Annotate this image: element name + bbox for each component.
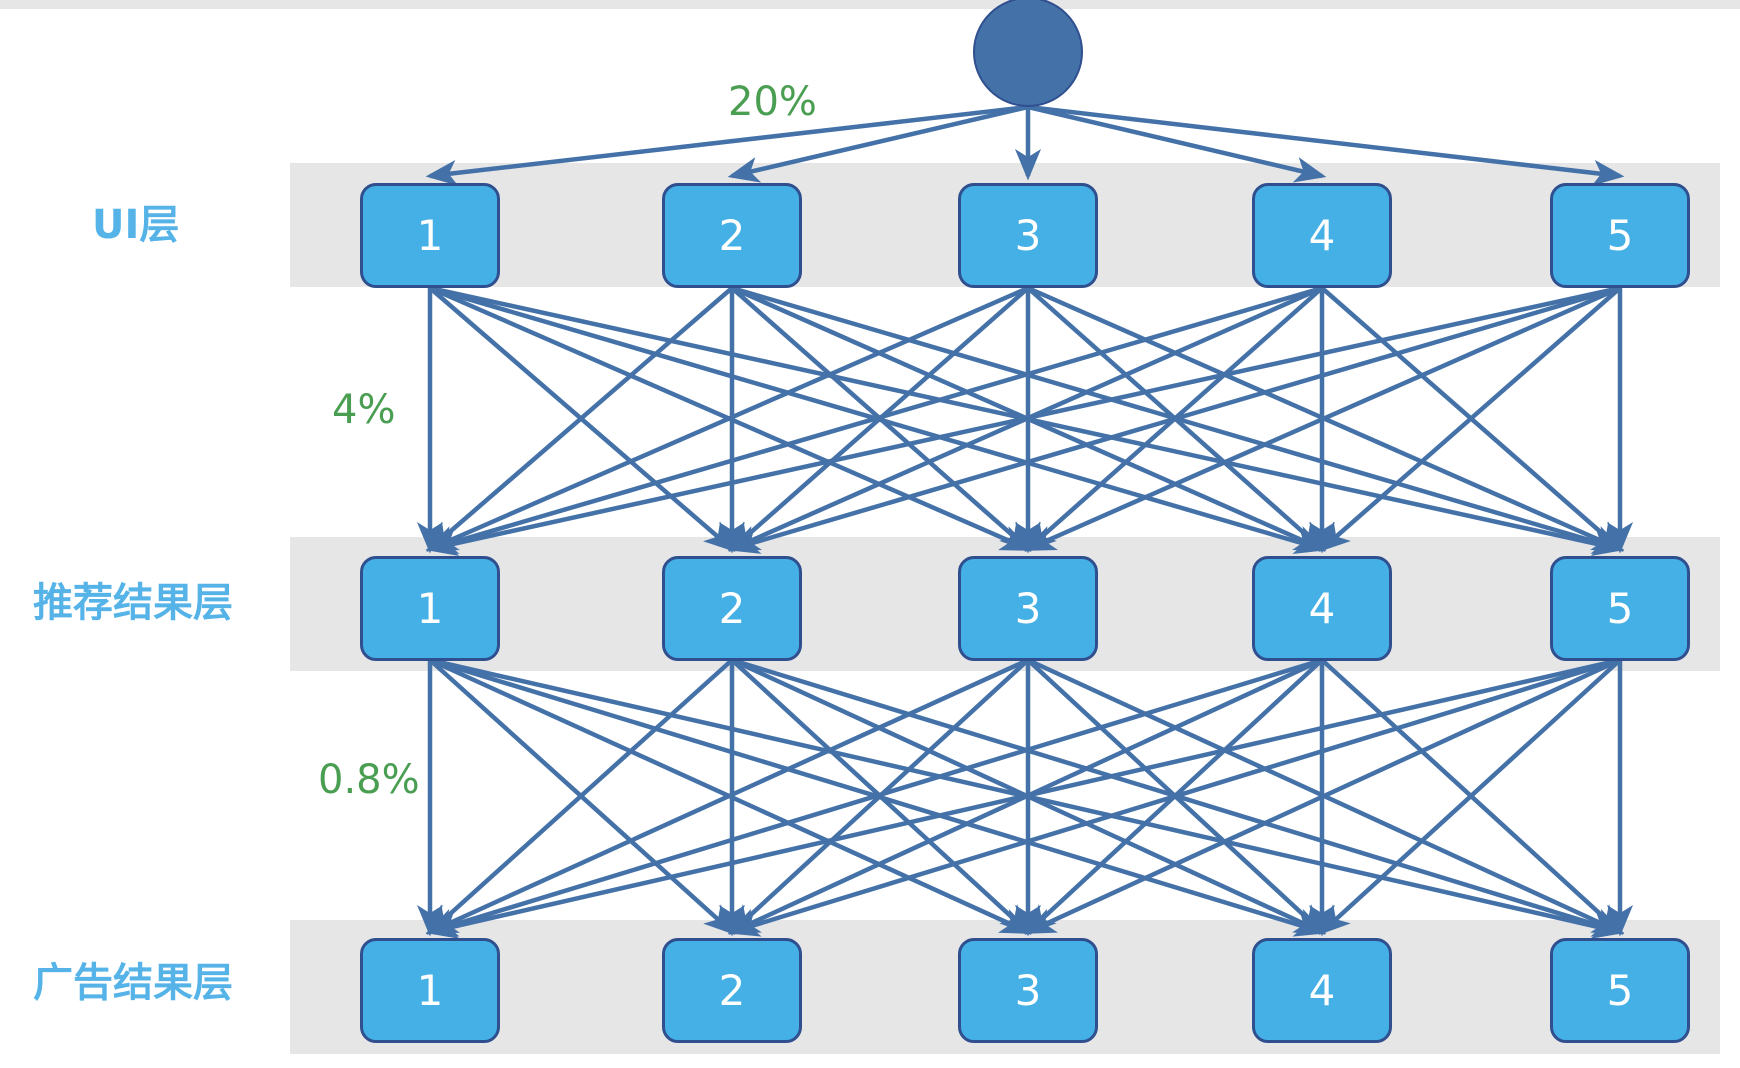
node-recommend-1[interactable]: 1 [360,556,500,661]
node-ui-2[interactable]: 2 [662,183,802,288]
node-recommend-5[interactable]: 5 [1550,556,1690,661]
node-recommend-4[interactable]: 4 [1252,556,1392,661]
layer-label-ads: 广告结果层 [33,960,233,1006]
node-ui-3[interactable]: 3 [958,183,1098,288]
node-ui-4[interactable]: 4 [1252,183,1392,288]
top-strip [0,0,1740,9]
percent-label-ui-to-recommend: 4% [332,387,396,433]
node-ui-1[interactable]: 1 [360,183,500,288]
node-ads-3[interactable]: 3 [958,938,1098,1043]
node-ads-2[interactable]: 2 [662,938,802,1043]
node-ui-5[interactable]: 5 [1550,183,1690,288]
node-recommend-2[interactable]: 2 [662,556,802,661]
root-node[interactable] [973,0,1083,107]
node-recommend-3[interactable]: 3 [958,556,1098,661]
node-ads-4[interactable]: 4 [1252,938,1392,1043]
layer-label-recommend: 推荐结果层 [33,580,233,626]
node-ads-1[interactable]: 1 [360,938,500,1043]
layer-label-ui: UI层 [92,202,180,248]
percent-label-recommend-to-ads: 0.8% [318,757,420,803]
node-ads-5[interactable]: 5 [1550,938,1690,1043]
percent-label-root-to-ui: 20% [728,79,817,125]
